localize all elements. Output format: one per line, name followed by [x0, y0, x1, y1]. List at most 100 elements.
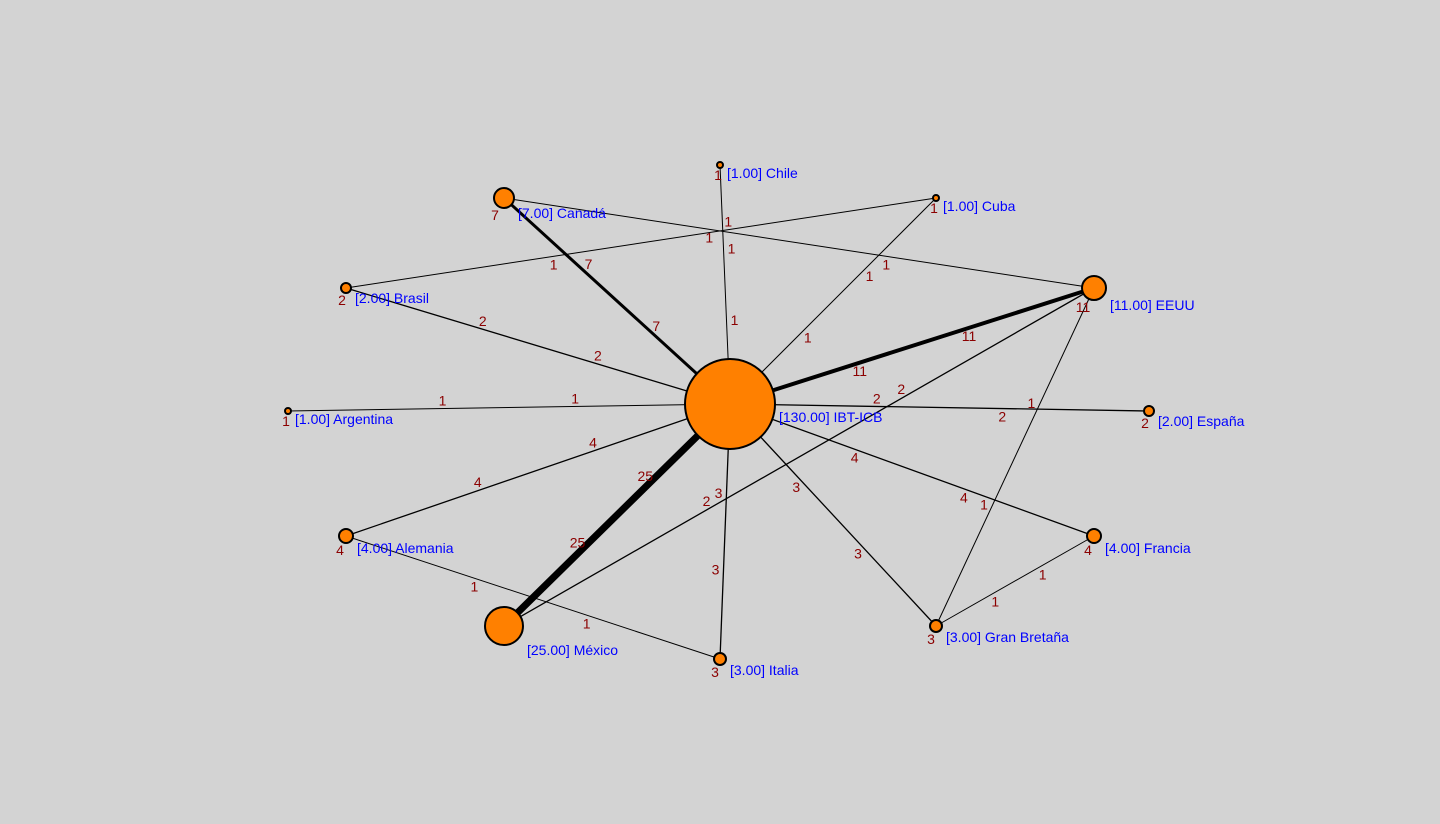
- node-degree: 4: [336, 542, 344, 558]
- node-value: [11.00]: [1110, 297, 1156, 313]
- node-name: Brasil: [394, 290, 429, 306]
- node-label: [25.00] México: [527, 642, 618, 658]
- node-name: Alemania: [395, 540, 454, 556]
- edge-weight-label: 11: [962, 328, 977, 344]
- node-can[interactable]: 7[7.00] Canadá: [491, 187, 606, 223]
- edge-weight-label: 1: [705, 229, 713, 245]
- node-label: [4.00] Francia: [1105, 540, 1191, 556]
- edge-weight-label: 1: [980, 496, 988, 512]
- edge-weight-label: 1: [1039, 566, 1047, 582]
- node-value: [2.00]: [355, 290, 394, 306]
- node-circle[interactable]: [932, 194, 940, 202]
- node-circle[interactable]: [284, 407, 292, 415]
- edge-eeuu-mex: [503, 287, 1095, 627]
- node-degree: 3: [927, 631, 935, 647]
- node-ita[interactable]: 3[3.00] Italia: [711, 652, 799, 680]
- node-circle[interactable]: [1143, 405, 1155, 417]
- node-eeuu[interactable]: 11 [11.00] EEUU: [1076, 275, 1195, 315]
- edge-ibt-esp: [729, 403, 1150, 412]
- edge-ibt-arg: [287, 403, 731, 412]
- edge-weight-label: 2: [479, 313, 487, 329]
- edge-ale-ita: [345, 535, 721, 660]
- node-name: Argentina: [333, 411, 393, 427]
- node-name: EEUU: [1156, 297, 1195, 313]
- node-ibt[interactable]: [130.00] IBT-ICB: [684, 358, 883, 450]
- edge-weight-label: 25: [570, 535, 586, 551]
- edge-can-eeuu: [503, 197, 1095, 289]
- node-name: IBT-ICB: [834, 409, 883, 425]
- edge-weight-label: 1: [439, 393, 447, 409]
- node-esp[interactable]: 2[2.00] España: [1141, 405, 1245, 431]
- nodes-layer: [130.00] IBT-ICB[25.00] México11[11.00] …: [282, 161, 1245, 680]
- edge-ibt-mex: [501, 401, 733, 629]
- node-value: [4.00]: [357, 540, 395, 556]
- edge-ibt-gb: [729, 403, 937, 627]
- edge-weight-label: 7: [652, 318, 660, 334]
- edge-weight-label: 2: [703, 493, 711, 509]
- node-circle[interactable]: [1081, 275, 1107, 301]
- node-gb[interactable]: 3 [3.00] Gran Bretaña: [927, 619, 1069, 647]
- node-label: [2.00] Brasil: [355, 290, 429, 306]
- node-bra[interactable]: 2[2.00] Brasil: [338, 282, 429, 308]
- edge-weight-label: 3: [792, 479, 800, 495]
- node-value: [3.00]: [730, 662, 769, 678]
- node-name: Italia: [769, 662, 799, 678]
- node-name: Cuba: [982, 198, 1016, 214]
- edge-weight-label: 1: [991, 593, 999, 609]
- node-label: [2.00] España: [1158, 413, 1245, 429]
- edge-weight-label: 2: [998, 409, 1006, 425]
- node-name: Gran Bretaña: [985, 629, 1069, 645]
- node-value: [2.00]: [1158, 413, 1197, 429]
- node-circle[interactable]: [1086, 528, 1102, 544]
- node-degree: 1: [282, 413, 290, 429]
- edge-weight-label: 3: [854, 546, 862, 562]
- node-name: Canadá: [557, 205, 606, 221]
- edge-weight-label: 1: [550, 256, 558, 272]
- node-label: [130.00] IBT-ICB: [779, 409, 883, 425]
- node-circle[interactable]: [340, 282, 352, 294]
- node-degree: 7: [491, 207, 499, 223]
- node-value: [1.00]: [295, 411, 333, 427]
- node-degree: 1: [930, 200, 938, 216]
- node-degree: 4: [1084, 542, 1092, 558]
- node-name: Francia: [1144, 540, 1191, 556]
- edge-weight-label: 7: [585, 256, 593, 272]
- node-fra[interactable]: 4 [4.00] Francia: [1084, 528, 1191, 558]
- node-label: [3.00] Gran Bretaña: [946, 629, 1069, 645]
- edge-ibt-ale: [345, 403, 731, 537]
- node-circle[interactable]: [684, 358, 776, 450]
- edge-weight-label: 4: [851, 450, 859, 466]
- edge-weight-label: 3: [715, 485, 723, 501]
- node-name: Chile: [766, 165, 798, 181]
- node-value: [1.00]: [943, 198, 982, 214]
- node-circle[interactable]: [716, 161, 724, 169]
- node-name: España: [1197, 413, 1245, 429]
- node-cub[interactable]: 1 [1.00] Cuba: [930, 194, 1016, 216]
- edge-weight-label: 1: [804, 330, 812, 346]
- node-circle[interactable]: [929, 619, 943, 633]
- edge-weight-label: 1: [724, 214, 732, 230]
- edge-weight-label: 4: [474, 474, 482, 490]
- node-degree: 11: [1076, 299, 1091, 315]
- edge-weight-label: 1: [571, 390, 579, 406]
- node-label: [11.00] EEUU: [1110, 297, 1195, 313]
- node-chi[interactable]: 1[1.00] Chile: [714, 161, 798, 183]
- edge-weight-label: 1: [866, 268, 874, 284]
- edge-weight-label: 3: [712, 561, 720, 577]
- node-arg[interactable]: 1 [1.00] Argentina: [282, 407, 393, 429]
- edge-weight-label: 1: [1028, 395, 1036, 411]
- node-name: México: [574, 642, 619, 658]
- node-circle[interactable]: [713, 652, 727, 666]
- node-circle[interactable]: [484, 606, 524, 646]
- edge-ibt-can: [502, 196, 732, 406]
- edge-gb-fra: [935, 535, 1095, 627]
- node-circle[interactable]: [338, 528, 354, 544]
- node-value: [4.00]: [1105, 540, 1144, 556]
- edge-eeuu-gb: [935, 287, 1095, 627]
- node-ale[interactable]: 4 [4.00] Alemania: [336, 528, 454, 558]
- edge-weight-label: 2: [594, 348, 602, 364]
- edge-weight-label: 1: [728, 240, 736, 256]
- node-circle[interactable]: [493, 187, 515, 209]
- node-mex[interactable]: [25.00] México: [484, 606, 618, 658]
